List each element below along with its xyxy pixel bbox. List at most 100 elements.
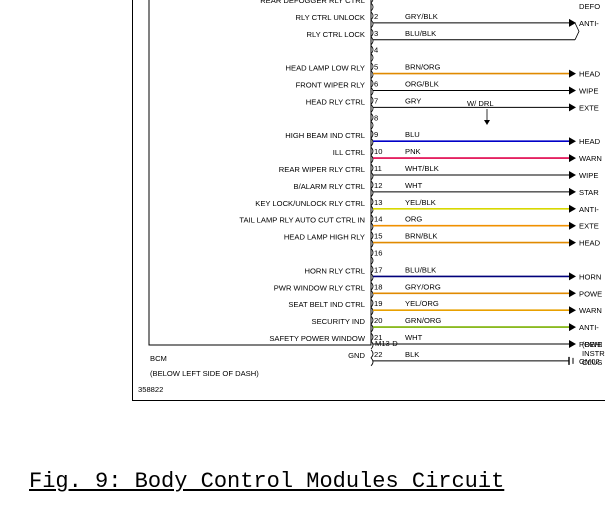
wire-color-label: WHT (405, 333, 423, 342)
pin-number: 21 (374, 333, 382, 342)
pin-label: HIGH BEAM IND CTRL (285, 131, 365, 140)
pin-label: HEAD LAMP LOW RLY (286, 64, 365, 73)
pin-label: B/ALARM RLY CTRL (294, 182, 365, 191)
wire-color-label: YEL/BLK (405, 198, 436, 207)
destination-label: ANTI- (579, 205, 599, 214)
pin-label: GND (348, 351, 365, 360)
wire-arrow (569, 187, 576, 196)
pin-number: 8 (374, 113, 378, 122)
module-location: (BELOW LEFT SIDE OF DASH) (150, 369, 259, 378)
wire-arrow (569, 289, 576, 298)
pin-bracket (370, 197, 374, 215)
wire-arrow (569, 340, 576, 348)
wire-color-label: GRY/BLK (405, 12, 438, 21)
wire-color-label: GRY (405, 96, 421, 105)
destination-label: EXTE (579, 222, 599, 231)
wire-arrow (569, 238, 576, 247)
pin-number: 22 (374, 350, 382, 359)
pin-bracket (370, 11, 374, 29)
pin-label: TAIL LAMP RLY AUTO CUT CTRL IN (239, 216, 365, 225)
destination-label: STAR (579, 188, 599, 197)
pin-label: RLY CTRL UNLOCK (296, 13, 366, 22)
destination-label: DEFO (579, 2, 600, 11)
destination-label: POWE (579, 289, 602, 298)
wire-color-label: GRY/ORG (405, 282, 441, 291)
pin-number: 7 (374, 96, 378, 105)
wire-color-label: PNK (405, 147, 421, 156)
pin-bracket (370, 265, 374, 282)
pin-label: ILL CTRL (333, 148, 365, 157)
destination-label: WARN (579, 306, 602, 315)
wire-color-label: BRN/BLK (405, 232, 438, 241)
wire-color-label: WHT/BLK (405, 164, 439, 173)
pin-bracket (370, 113, 374, 130)
pin-bracket (370, 0, 374, 12)
pin-label: HORN RLY CTRL (305, 266, 365, 275)
pin-bracket (370, 214, 374, 231)
pin-label: SECURITY IND (312, 317, 366, 326)
wire-arrow (569, 86, 576, 95)
pin-bracket (370, 129, 374, 147)
wire-arrow (569, 204, 576, 213)
wire-arrow (569, 272, 576, 281)
module-name: BCM (150, 354, 167, 363)
pin-label: HEAD RLY CTRL (306, 97, 365, 106)
wire-color-label: BLU/BLK (405, 265, 436, 274)
wire-color-label: BLU (405, 130, 420, 139)
figure-caption: Fig. 9: Body Control Modules Circuit (29, 469, 505, 494)
wire-arrow (569, 18, 576, 27)
pin-number: 11 (374, 164, 382, 173)
pin-number: 5 (374, 63, 378, 72)
ground-note-1: (BEHI (582, 340, 602, 349)
pin-label: FRONT WIPER RLY (296, 81, 365, 90)
pin-label: KEY LOCK/UNLOCK RLY CTRL (255, 199, 365, 208)
pin-number: 3 (374, 29, 378, 38)
pin-bracket (370, 349, 374, 367)
destination-label: HEAD (579, 239, 601, 248)
pin-label: SEAT BELT IND CTRL (288, 300, 365, 309)
pin-bracket (370, 282, 374, 299)
wire-color-label: YEL/ORG (405, 299, 439, 308)
destination-label: EXTE (579, 103, 599, 112)
pin-number: 15 (374, 232, 382, 241)
pin-bracket (370, 332, 374, 350)
wire-arrow (569, 154, 576, 163)
pin-bracket (370, 45, 374, 62)
pin-number: 6 (374, 80, 378, 89)
pin-number: 9 (374, 130, 378, 139)
pin-bracket (370, 231, 374, 248)
wire-arrow (569, 171, 576, 179)
pin-number: 14 (374, 215, 382, 224)
destination-label: POWE (579, 340, 602, 349)
pin-bracket (370, 62, 374, 79)
wire-color-label: ORG/BLK (405, 80, 439, 89)
pin-number: 2 (374, 12, 378, 21)
connector-id: M13-D (375, 339, 398, 348)
pin-number: 16 (374, 249, 382, 258)
destination-label: HORN (579, 272, 601, 281)
pin-label: HEAD LAMP HIGH RLY (284, 233, 365, 242)
wire-color-label: BLU/BLK (405, 29, 436, 38)
wire-arrow (569, 306, 576, 315)
pin-bracket (370, 180, 374, 198)
pin-number: 12 (374, 181, 382, 190)
pin-label: REAR WIPER RLY CTRL (279, 165, 365, 174)
wire-arrow (569, 69, 576, 78)
drl-arrow-head (484, 120, 490, 125)
pin-bracket (370, 28, 374, 46)
wire-color-label: BRN/ORG (405, 63, 441, 72)
pin-bracket (370, 96, 374, 113)
wire-color-label: ORG (405, 215, 422, 224)
pin-label: RLY CTRL LOCK (306, 30, 365, 39)
destination-label: HEAD (579, 137, 601, 146)
pin-number: 19 (374, 299, 382, 308)
pin-number: 4 (374, 46, 378, 55)
wire-color-label: GRN/ORG (405, 316, 441, 325)
pin-number: 10 (374, 147, 382, 156)
pin-bracket (370, 146, 374, 164)
destination-label: ANTI- (579, 19, 599, 28)
pin-number: 20 (374, 316, 382, 325)
wire-color-label: BLK (405, 350, 419, 359)
